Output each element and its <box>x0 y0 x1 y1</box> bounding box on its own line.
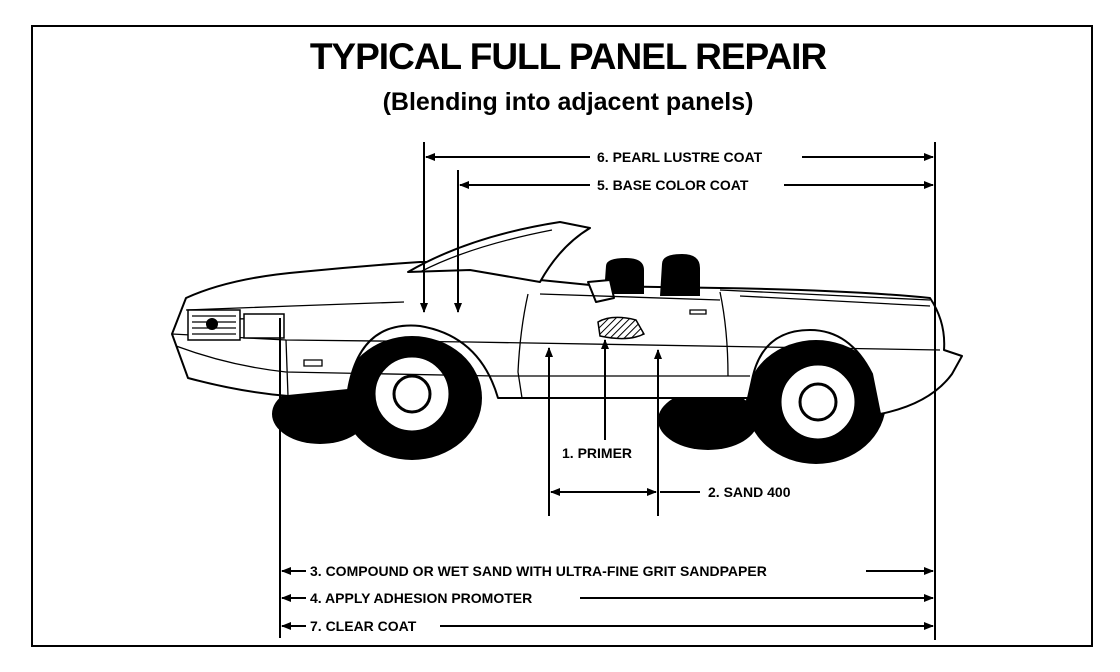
step-1-primer: 1. PRIMER <box>562 445 632 461</box>
diagram-title: TYPICAL FULL PANEL REPAIR <box>309 36 827 77</box>
label-clear-coat: 7. CLEAR COAT <box>310 618 417 634</box>
step-5-base-color: 5. BASE COLOR COAT <box>459 177 934 193</box>
far-rear-tire <box>658 390 758 450</box>
label-base-color-coat: 5. BASE COLOR COAT <box>597 177 749 193</box>
diagram-frame <box>31 25 1093 647</box>
diagram-subtitle: (Blending into adjacent panels) <box>382 88 754 116</box>
reference-lines <box>279 142 936 640</box>
step-3-compound: 3. COMPOUND OR WET SAND WITH ULTRA-FINE … <box>281 563 934 579</box>
label-sand-400: 2. SAND 400 <box>708 484 791 500</box>
step-6-pearl-lustre: 6. PEARL LUSTRE COAT <box>425 149 934 165</box>
convertible-car-illustration <box>171 221 963 464</box>
step-4-adhesion-promoter: 4. APPLY ADHESION PROMOTER <box>281 590 934 606</box>
label-pearl-lustre-coat: 6. PEARL LUSTRE COAT <box>597 149 763 165</box>
label-primer: 1. PRIMER <box>562 445 632 461</box>
damage-area <box>597 316 646 340</box>
label-compound: 3. COMPOUND OR WET SAND WITH ULTRA-FINE … <box>310 563 767 579</box>
step-7-clear-coat: 7. CLEAR COAT <box>281 618 934 634</box>
label-adhesion-promoter: 4. APPLY ADHESION PROMOTER <box>310 590 532 606</box>
step-2-sand-400: 2. SAND 400 <box>550 484 791 500</box>
far-front-tire <box>272 384 368 444</box>
car-body <box>171 261 963 415</box>
